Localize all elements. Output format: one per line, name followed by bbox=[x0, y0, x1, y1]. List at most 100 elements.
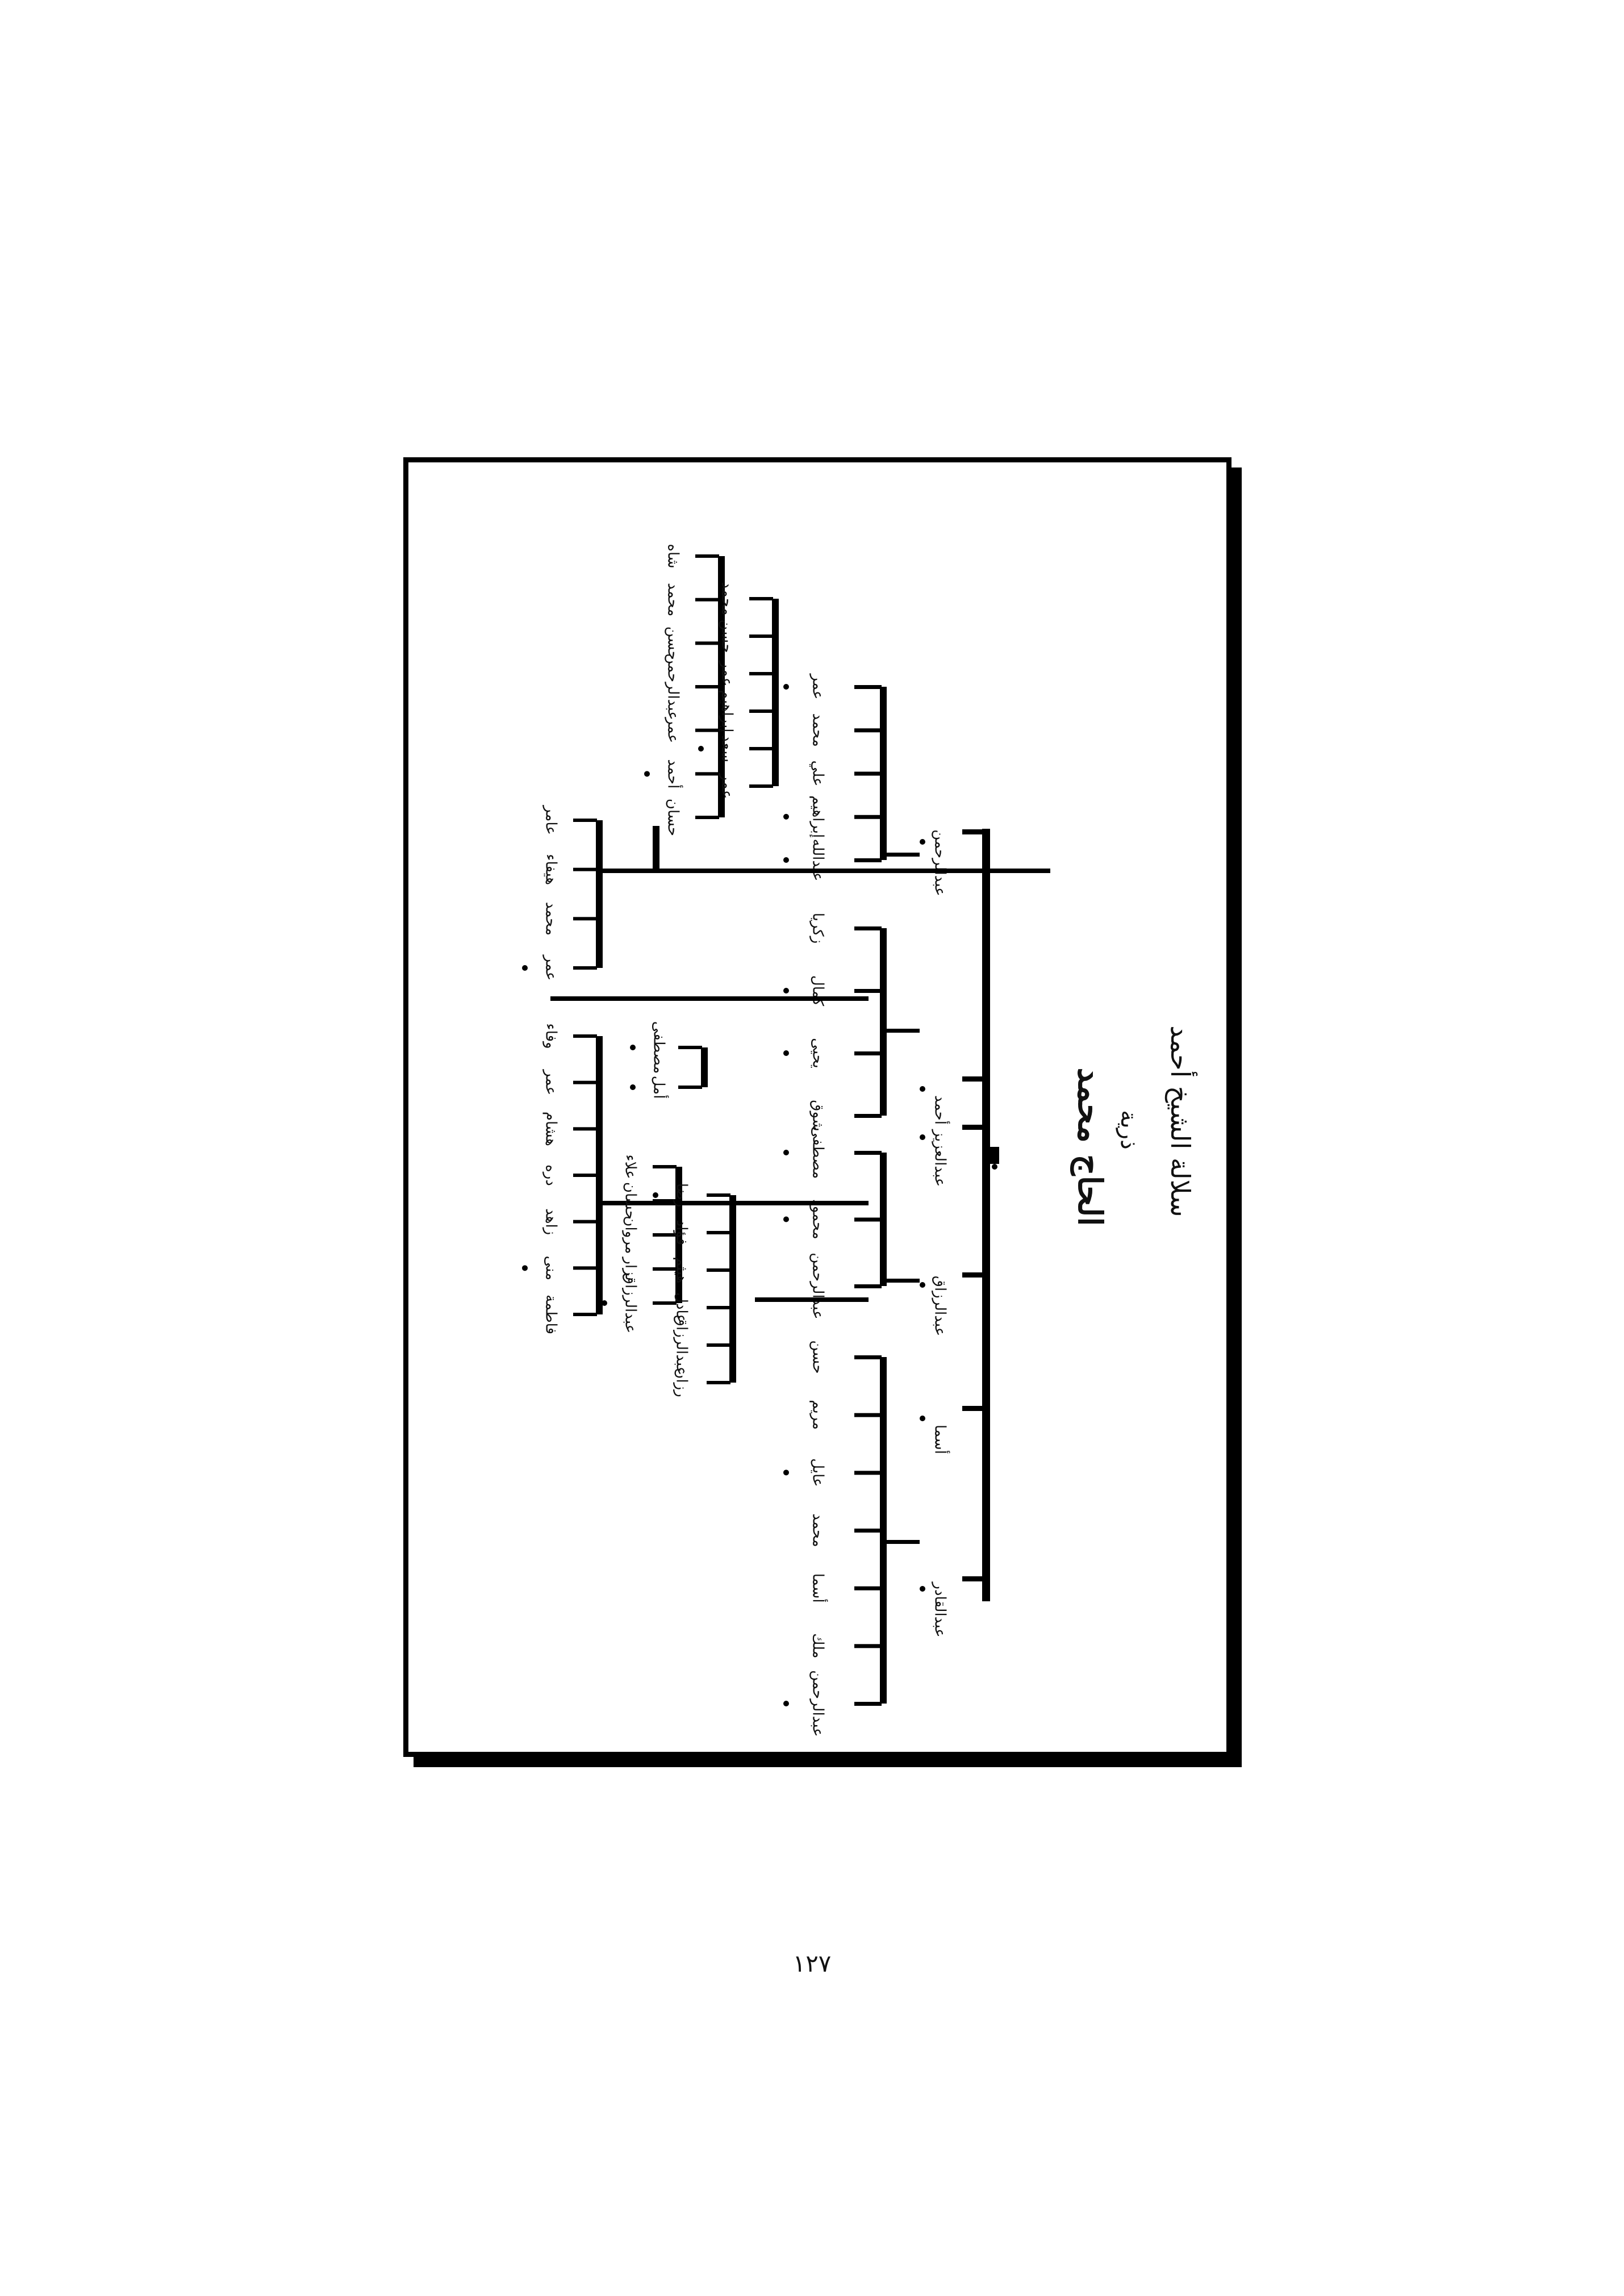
link-line bbox=[880, 1029, 920, 1033]
subgroup-tick bbox=[749, 784, 773, 788]
node-dot bbox=[522, 1265, 528, 1271]
grandchild-label: زكريا bbox=[809, 913, 826, 944]
great-grandchild-label: محمد bbox=[665, 583, 682, 616]
group-tick bbox=[854, 1471, 882, 1475]
great-grandchild-label: شاه bbox=[665, 544, 682, 568]
great-grandchild-label: علاء bbox=[622, 1154, 639, 1179]
node-dot bbox=[630, 1084, 636, 1090]
great-grandchild-label: هيفاء bbox=[542, 854, 560, 885]
group-tick bbox=[854, 1355, 882, 1359]
node-dot bbox=[783, 1701, 789, 1706]
child-connector bbox=[962, 1076, 985, 1082]
grandchild-label: ملك bbox=[809, 1633, 826, 1658]
subgroup-tick bbox=[695, 554, 719, 558]
node-dot bbox=[644, 771, 650, 777]
group-tick bbox=[854, 1217, 882, 1222]
subgroup-tick bbox=[573, 966, 597, 970]
great-grandchild-label: فؤاد bbox=[673, 1220, 690, 1246]
node-dot bbox=[630, 1045, 636, 1050]
great-grandchild-label: وفاء bbox=[542, 1023, 560, 1049]
node-dot bbox=[783, 857, 789, 863]
group-tick bbox=[854, 989, 882, 993]
subgroup-bar bbox=[718, 556, 725, 817]
node-dot bbox=[783, 1050, 789, 1056]
subgroup-tick bbox=[653, 1267, 677, 1271]
subgroup-tick bbox=[573, 1127, 597, 1131]
grandchild-label: محمد bbox=[809, 1513, 826, 1547]
subgroup-tick bbox=[707, 1193, 730, 1197]
great-grandchild-label: نزار bbox=[622, 1256, 639, 1280]
subgroup-tick bbox=[573, 1313, 597, 1316]
node-dot bbox=[783, 1216, 789, 1222]
subgroup-tick bbox=[707, 1306, 730, 1309]
grandchild-label: عبدالرحمن bbox=[809, 1253, 826, 1319]
child-connector bbox=[962, 1272, 985, 1278]
subgroup-tick bbox=[573, 1034, 597, 1038]
group-tick bbox=[854, 1644, 882, 1648]
node-dot bbox=[653, 1192, 658, 1198]
subgroup-tick bbox=[653, 1199, 677, 1203]
great-grandchild-label: رضا bbox=[673, 1183, 690, 1208]
subgroup-tick bbox=[573, 1266, 597, 1270]
child-connector bbox=[962, 1406, 985, 1411]
page-number: ١٢٧ bbox=[792, 1949, 832, 1977]
grandchild-label: عبدالرحمن bbox=[809, 1670, 826, 1736]
great-grandchild-label: مروان bbox=[622, 1216, 639, 1254]
group-tick bbox=[854, 815, 882, 819]
great-grandchild-label: هشام bbox=[542, 1112, 560, 1146]
subgroup-tick bbox=[695, 772, 719, 776]
node-dot bbox=[783, 813, 789, 820]
subgroup-tick bbox=[695, 598, 719, 602]
great-grandchild-label: محمد bbox=[719, 582, 736, 615]
child-connector bbox=[962, 1125, 985, 1130]
grandchild-label: إبراهيم bbox=[809, 795, 826, 838]
node-dot bbox=[698, 746, 704, 752]
group-tick bbox=[854, 1702, 882, 1706]
node-dot bbox=[992, 1164, 997, 1170]
great-grandchild-label: دره bbox=[542, 1164, 560, 1186]
subgroup-tick bbox=[653, 1233, 677, 1237]
subgroup-tick bbox=[707, 1268, 730, 1272]
link-line bbox=[755, 1297, 869, 1302]
great-grandchild-label: عمر bbox=[719, 660, 736, 687]
grandchild-label: أسما bbox=[809, 1573, 829, 1603]
great-grandchild-label: عمر bbox=[542, 1068, 560, 1095]
great-grandchild-label: حسان bbox=[622, 1182, 639, 1220]
child-label: أحمد bbox=[932, 1095, 951, 1125]
group-tick bbox=[854, 1284, 882, 1288]
subgroup-bar bbox=[729, 1195, 736, 1383]
subgroup-tick bbox=[749, 634, 773, 638]
subgroup-tick bbox=[707, 1231, 730, 1234]
node-dot bbox=[920, 1134, 925, 1140]
grandchild-label: عايل bbox=[809, 1458, 826, 1487]
grandchild-label: عبدالله bbox=[809, 839, 826, 882]
great-grandchild-label: عبدالرزاق bbox=[622, 1273, 639, 1333]
grandchild-label: شوق bbox=[809, 1100, 826, 1131]
subgroup-tick bbox=[573, 819, 597, 822]
group-bar bbox=[880, 928, 887, 1116]
subgroup-tick bbox=[707, 1343, 730, 1347]
grandchild-label: محمود bbox=[809, 1199, 826, 1239]
subgroup-tick bbox=[749, 709, 773, 713]
great-grandchild-label: أمل bbox=[650, 1076, 670, 1099]
node-dot bbox=[522, 965, 528, 971]
grandchild-label: علي bbox=[809, 761, 826, 787]
great-grandchild-label: هيثم bbox=[673, 1257, 690, 1284]
subgroup-bar bbox=[701, 1047, 708, 1087]
link-line bbox=[880, 853, 920, 857]
child-label: أسما bbox=[932, 1425, 951, 1454]
subgroup-tick bbox=[695, 816, 719, 819]
subgroup-tick bbox=[678, 1046, 702, 1049]
child-label: عبدالرزاق bbox=[932, 1276, 949, 1336]
node-dot bbox=[920, 839, 925, 845]
subgroup-bar bbox=[675, 1167, 682, 1303]
node-dot bbox=[783, 684, 789, 690]
great-grandchild-label: عادل bbox=[673, 1292, 690, 1323]
node-dot bbox=[602, 1300, 607, 1306]
grandchild-label: مريم bbox=[809, 1400, 826, 1430]
great-grandchild-label: رزان bbox=[673, 1368, 690, 1397]
subgroup-tick bbox=[695, 641, 719, 645]
subgroup-bar bbox=[596, 1036, 603, 1314]
subgroup-tick bbox=[573, 1174, 597, 1177]
